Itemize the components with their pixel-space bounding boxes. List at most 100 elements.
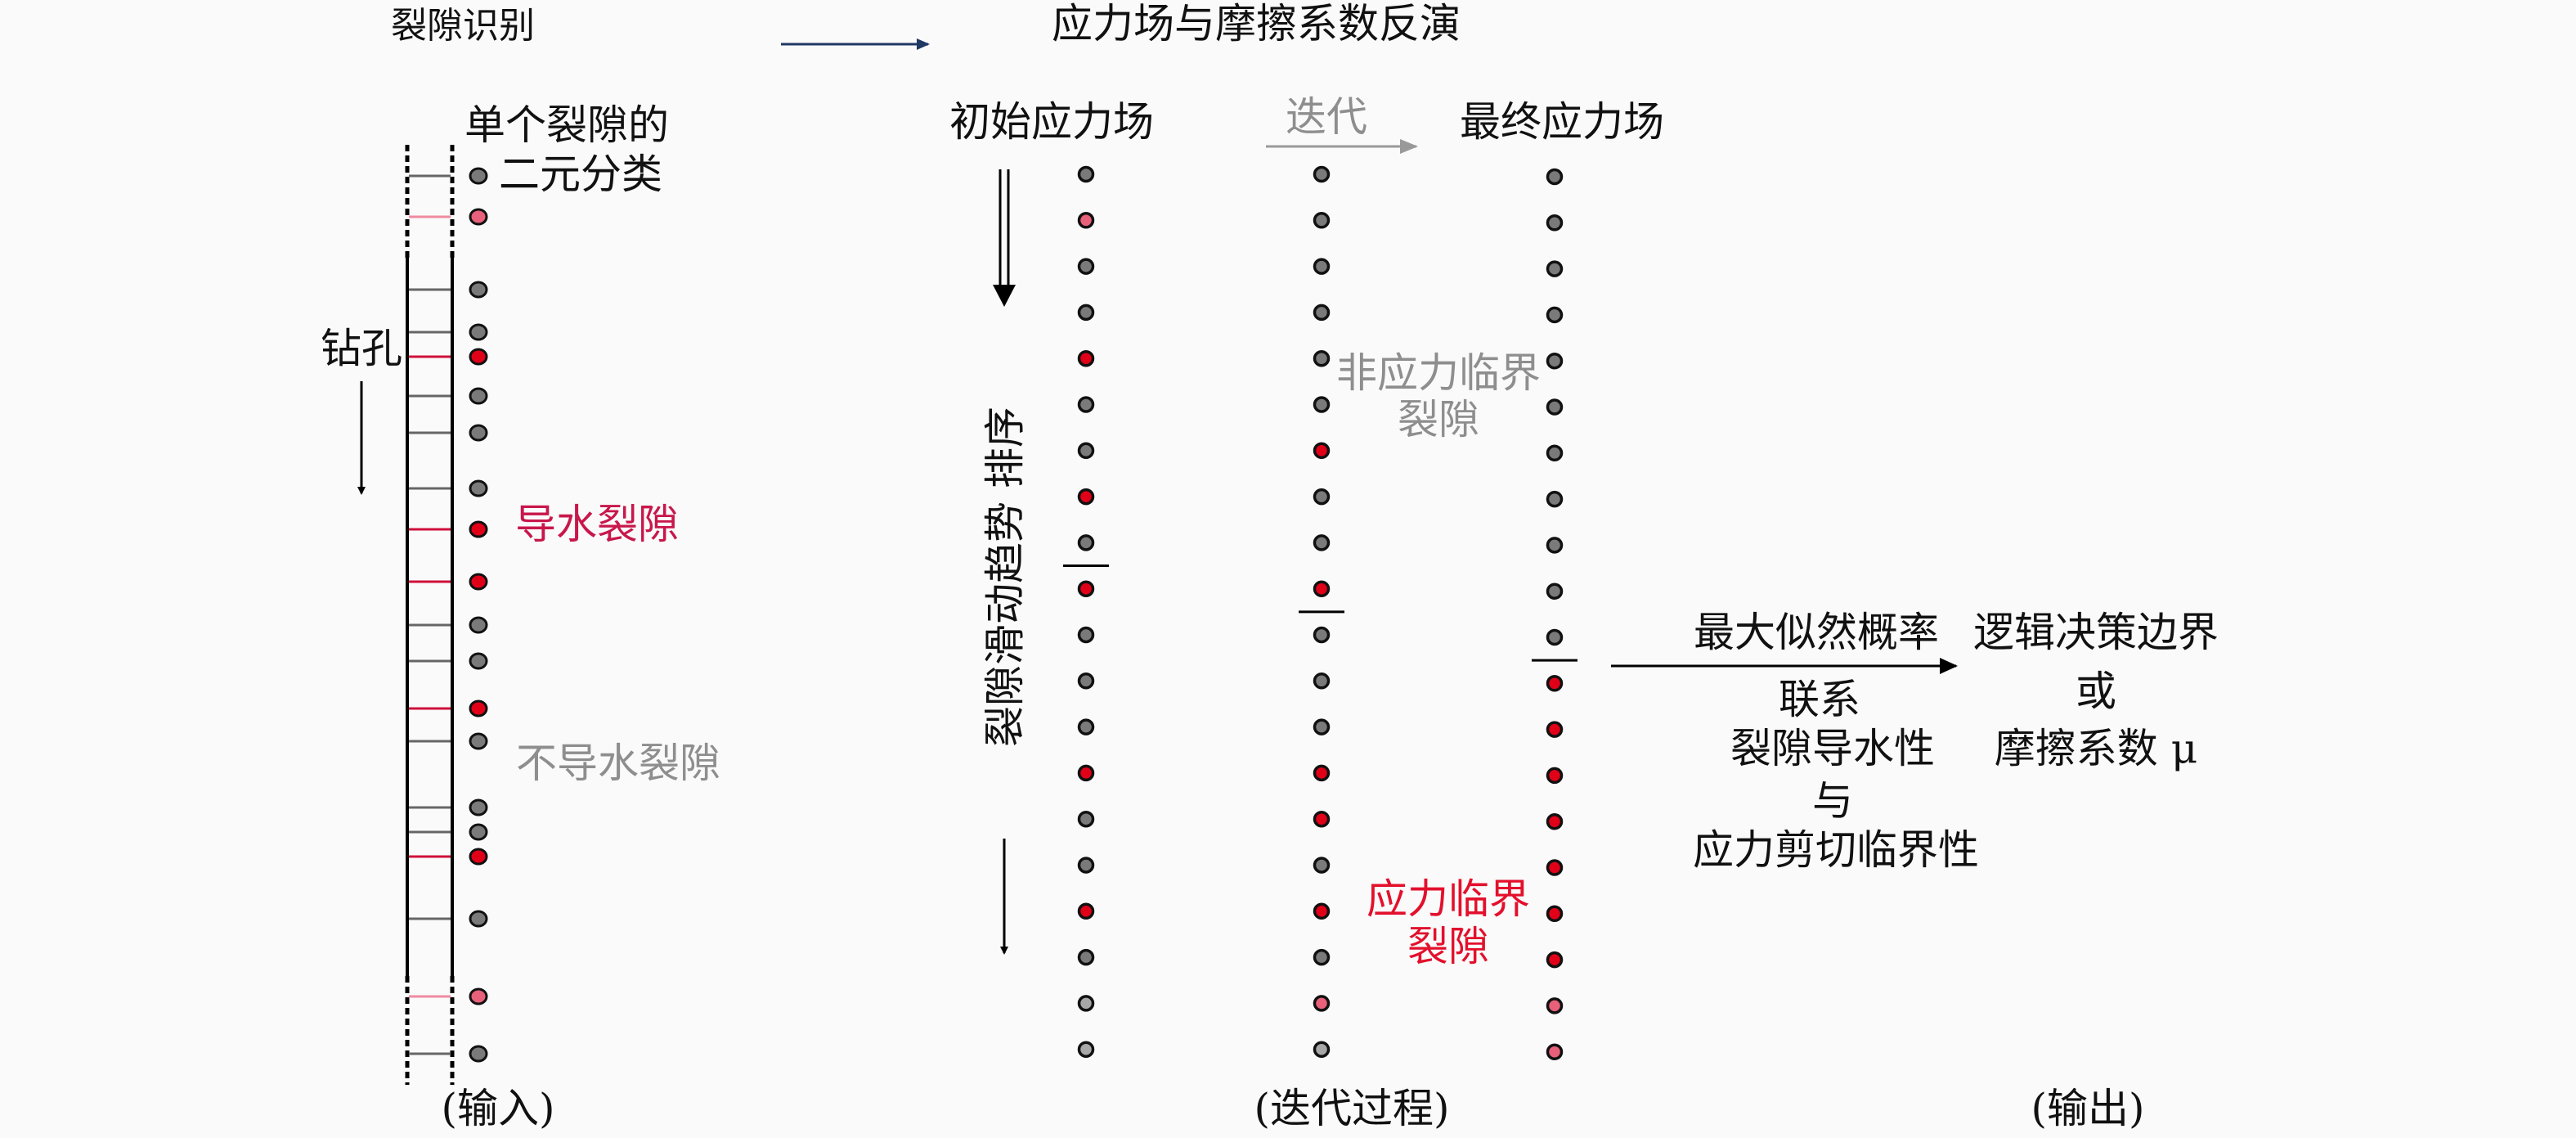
fracture-dot-red xyxy=(1313,810,1331,828)
classification-label-line2: 二元分类 xyxy=(499,151,662,198)
fracture-dot-red xyxy=(469,848,488,866)
fracture-dot-grey xyxy=(1546,444,1564,462)
borehole-label: 钻孔 xyxy=(321,325,402,372)
fracture-dot-grey xyxy=(1077,626,1095,644)
link-line: 裂隙导水性 xyxy=(1730,725,1935,772)
borehole xyxy=(405,145,455,1085)
fracture-dot-grey xyxy=(469,323,488,341)
fracture-dot-grey xyxy=(1546,352,1564,370)
fracture-dot-grey xyxy=(1313,626,1331,644)
fracture-dot-grey xyxy=(469,910,488,928)
fracture-dot-light xyxy=(1077,1041,1095,1058)
fracture-dot-grey xyxy=(1313,718,1331,735)
fracture-dot-red xyxy=(469,520,488,538)
fracture-dot-grey xyxy=(469,281,488,299)
fracture-dot-light xyxy=(1313,1041,1331,1058)
header-fracture-identification: 裂隙识别 xyxy=(391,5,535,47)
fracture-dot-grey xyxy=(469,424,488,442)
borehole-fractures xyxy=(409,167,488,1063)
fracture-dot-grey xyxy=(1313,948,1331,966)
result-line: 摩擦系数 μ xyxy=(1995,725,2197,772)
result-line: 逻辑决策边界 xyxy=(1973,609,2219,656)
fracture-dot-grey xyxy=(1313,672,1331,690)
fracture-dot-grey xyxy=(1546,260,1564,277)
input-caption: (输入) xyxy=(441,1085,554,1132)
fracture-dot-grey xyxy=(469,732,488,750)
link-line: 与 xyxy=(1812,777,1853,825)
fracture-dot-grey xyxy=(469,616,488,634)
fracture-dot-grey xyxy=(1546,168,1564,186)
fracture-dot-grey xyxy=(1546,582,1564,600)
non-conductive-fracture-label: 不导水裂隙 xyxy=(516,740,720,787)
fracture-dot-red xyxy=(1313,580,1331,597)
fracture-dot-grey xyxy=(469,798,488,816)
fracture-dot-grey xyxy=(1077,396,1095,413)
iterate-label: 迭代 xyxy=(1286,93,1367,141)
fracture-dot-grey xyxy=(1546,628,1564,646)
iteration-caption: (迭代过程) xyxy=(1254,1085,1449,1132)
fracture-dot-grey xyxy=(1546,306,1564,324)
fracture-dot-grey xyxy=(1077,534,1095,551)
initial-stress-field-label: 初始应力场 xyxy=(949,98,1154,146)
stress-column-final xyxy=(1532,168,1577,1060)
fracture-dot-grey xyxy=(469,652,488,670)
fracture-dot-red xyxy=(1077,488,1095,506)
fracture-dot-red xyxy=(1077,580,1095,597)
fracture-dot-grey xyxy=(1546,214,1564,232)
fracture-dot-grey xyxy=(1313,488,1331,506)
fracture-dot-pink xyxy=(469,208,488,226)
stress-column-intermediate xyxy=(1299,165,1344,1058)
fracture-dot-red xyxy=(469,348,488,366)
fracture-dot-grey xyxy=(1313,349,1331,367)
fracture-dot-grey xyxy=(1546,537,1564,554)
fracture-dot-grey xyxy=(469,1045,488,1063)
slip-tendency-ranking-label: 裂隙滑动趋势 排序 xyxy=(981,407,1029,747)
fracture-dot-red xyxy=(1077,902,1095,920)
fracture-dot-red xyxy=(1546,721,1564,738)
fracture-dot-red xyxy=(1546,675,1564,692)
fracture-dot-grey xyxy=(1313,304,1331,322)
fracture-dot-grey xyxy=(1077,304,1095,322)
critical-label-line2: 裂隙 xyxy=(1407,923,1489,970)
fracture-dot-grey xyxy=(1313,165,1331,183)
fracture-dot-pink xyxy=(469,987,488,1005)
fracture-dot-grey xyxy=(1077,810,1095,828)
fracture-dot-red xyxy=(1077,349,1095,367)
fracture-dot-pink xyxy=(1313,995,1331,1012)
link-line: 应力剪切临界性 xyxy=(1693,826,1979,874)
fracture-dot-red xyxy=(1546,812,1564,830)
fracture-dot-grey xyxy=(1546,398,1564,416)
fracture-dot-red xyxy=(1546,905,1564,923)
fracture-dot-red xyxy=(1313,764,1331,782)
fracture-dot-red xyxy=(1313,902,1331,920)
fracture-dot-red xyxy=(1313,442,1331,460)
fracture-dot-pink xyxy=(1077,212,1095,229)
fracture-dot-grey xyxy=(1077,258,1095,275)
fracture-dot-grey xyxy=(1077,857,1095,874)
fracture-dot-grey xyxy=(1077,442,1095,460)
link-line: 最大似然概率 xyxy=(1694,609,1939,656)
fracture-dot-pink xyxy=(1546,1043,1564,1060)
stress-columns xyxy=(1063,165,1577,1060)
fracture-dot-red xyxy=(1546,859,1564,876)
fracture-dot-grey xyxy=(1313,857,1331,874)
fracture-dot-grey xyxy=(469,167,488,185)
fracture-dot-light xyxy=(1077,995,1095,1012)
fracture-dot-red xyxy=(1546,951,1564,969)
result-line: 或 xyxy=(2076,668,2116,715)
fracture-dot-grey xyxy=(1313,534,1331,551)
fracture-dot-pink xyxy=(1546,997,1564,1014)
fracture-dot-grey xyxy=(1313,212,1331,229)
conductive-fracture-label: 导水裂隙 xyxy=(515,501,679,548)
fracture-dot-grey xyxy=(1077,672,1095,690)
output-caption: (输出) xyxy=(2031,1085,2144,1132)
non-critical-label-line1: 非应力临界 xyxy=(1336,349,1541,397)
fracture-dot-grey xyxy=(1546,490,1564,508)
fracture-dot-grey xyxy=(1077,165,1095,183)
double-down-arrow-icon xyxy=(993,169,1016,307)
link-line: 联系 xyxy=(1779,676,1860,723)
fracture-dot-grey xyxy=(1313,396,1331,413)
non-critical-label-line2: 裂隙 xyxy=(1398,396,1479,443)
fracture-dot-red xyxy=(1077,764,1095,782)
